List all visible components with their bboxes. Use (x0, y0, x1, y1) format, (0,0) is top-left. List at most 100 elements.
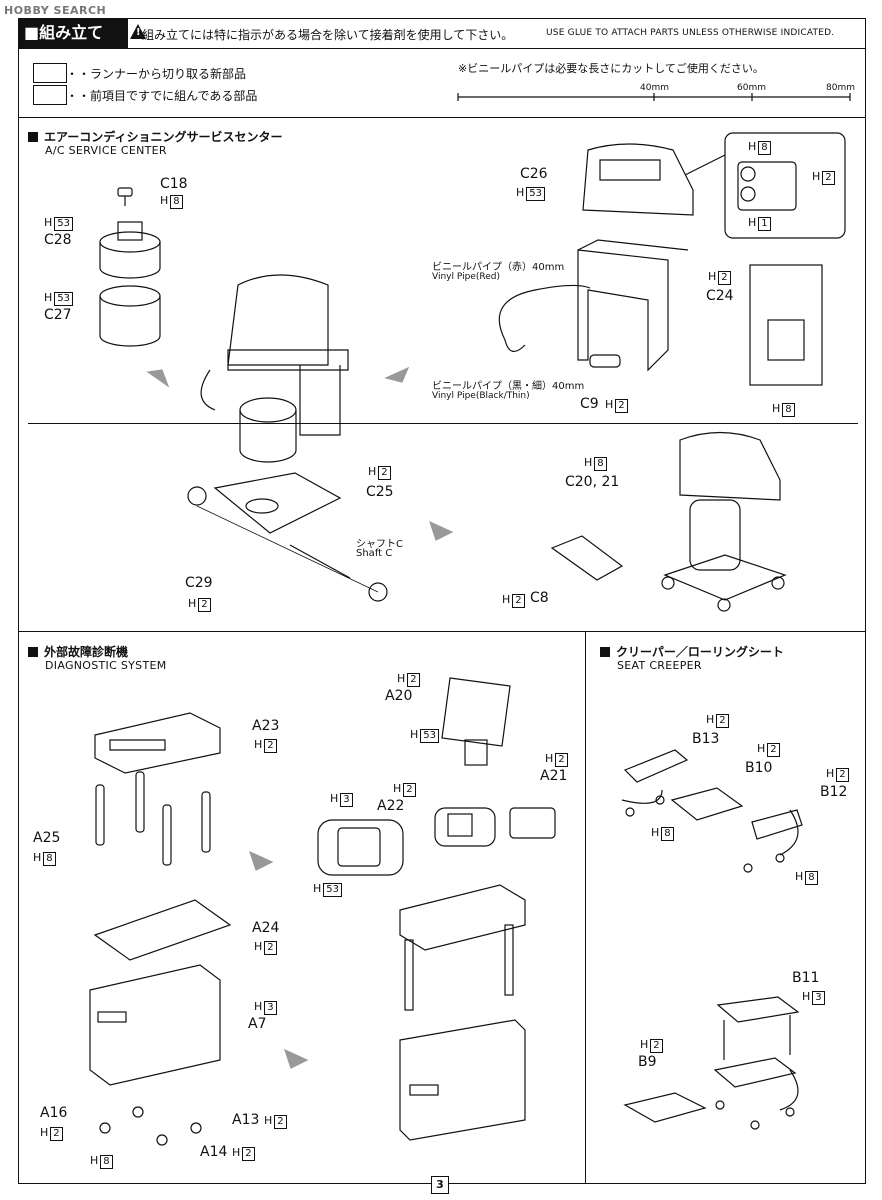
c27-tank-bottom (99, 285, 161, 347)
creeper-section-title-en: SEAT CREEPER (617, 659, 702, 672)
legend-built-box (33, 85, 67, 105)
arrow-ac-2 (384, 366, 410, 383)
c24-body (577, 239, 689, 372)
label-c27: C27 (44, 307, 72, 323)
a23-desk-top (94, 712, 221, 774)
b11-seat (716, 996, 800, 1060)
ruler-40: 40mm (640, 83, 669, 93)
vinyl-pipe-end (504, 339, 526, 352)
ac-unit-assembled (200, 274, 349, 463)
legend-built-parts: ・・前項目ですでに組んである部品 (66, 89, 258, 103)
vinyl-cut-note: ※ビニールパイプは必要な長さにカットしてご使用ください。 (458, 62, 764, 75)
b12-footrest (743, 809, 803, 873)
label-a24: A24 (252, 920, 280, 936)
label-a16: A16 (40, 1105, 68, 1121)
label-a22: A22 (377, 798, 405, 814)
creeper-section-title: クリーパー／ローリングシート (600, 643, 784, 660)
label-a7: A7 (248, 1016, 267, 1032)
arrow-diag-1 (248, 850, 274, 871)
diag-system-assembled (399, 884, 526, 1141)
a24-tray (93, 899, 232, 961)
a22-scanner-holder (434, 807, 496, 847)
glue-note-jp: 組み立てには特に指示がある場合を除いて接着剤を使用して下さい。 (142, 28, 514, 42)
label-b10: B10 (745, 760, 773, 776)
label-a14: A14 (200, 1144, 228, 1160)
label-a20: A20 (385, 688, 413, 704)
vinyl-black-jp: ビニールパイプ（黒・細）40mm (432, 381, 585, 392)
label-c18: C18 (160, 176, 188, 192)
ac-section-title: エアーコンディショニングサービスセンター (28, 128, 282, 145)
divider-sections (18, 631, 866, 632)
casters (99, 1106, 202, 1146)
a25-legs (95, 771, 211, 866)
header-bar: ■組み立て 組み立てには特に指示がある場合を除いて接着剤を使用して下さい。 US… (18, 18, 866, 49)
label-c20-21: C20, 21 (565, 474, 620, 490)
label-a23: A23 (252, 718, 280, 734)
glue-note-en: USE GLUE TO ATTACH PARTS UNLESS OTHERWIS… (546, 28, 835, 38)
label-b12: B12 (820, 784, 848, 800)
c28-tank-top (99, 221, 161, 279)
vinyl-black-en: Vinyl Pipe(Black/Thin) (432, 391, 530, 401)
label-c8: C8 (530, 590, 549, 606)
ac-cart-assembled (661, 431, 787, 612)
arrow-diag-2 (283, 1048, 309, 1069)
shaft-c (289, 544, 351, 579)
divider-ac-steps (28, 423, 858, 424)
label-c26: C26 (520, 166, 548, 182)
a21-bracket (509, 807, 556, 839)
vinyl-red-en: Vinyl Pipe(Red) (432, 272, 500, 282)
legend-new-box (33, 63, 67, 83)
c8-handle (550, 535, 624, 581)
a7-cabinet (89, 964, 221, 1086)
ac-section-title-en: A/C SERVICE CENTER (45, 144, 167, 157)
vinyl-pipe-red (498, 284, 591, 341)
c18-valve (117, 187, 133, 206)
detail-callout (684, 132, 846, 239)
c9-part (589, 354, 621, 368)
b10-board (670, 787, 744, 821)
creeper-assembled (713, 1057, 799, 1130)
label-c9: C9 (580, 396, 599, 412)
arrow-ac-3 (428, 520, 454, 541)
label-c28: C28 (44, 232, 72, 248)
b13-headrest (621, 749, 689, 817)
label-b13: B13 (692, 731, 720, 747)
wheel-right (368, 582, 388, 602)
label-c29: C29 (185, 575, 213, 591)
label-a13: A13 (232, 1112, 260, 1128)
rear-view (749, 264, 823, 386)
watermark: HOBBY SEARCH (4, 4, 107, 17)
warning-icon (130, 24, 146, 39)
diag-section-title: 外部故障診断機 (28, 643, 128, 660)
page-number: 3 (431, 1176, 449, 1194)
header-title: ■組み立て (18, 18, 128, 48)
